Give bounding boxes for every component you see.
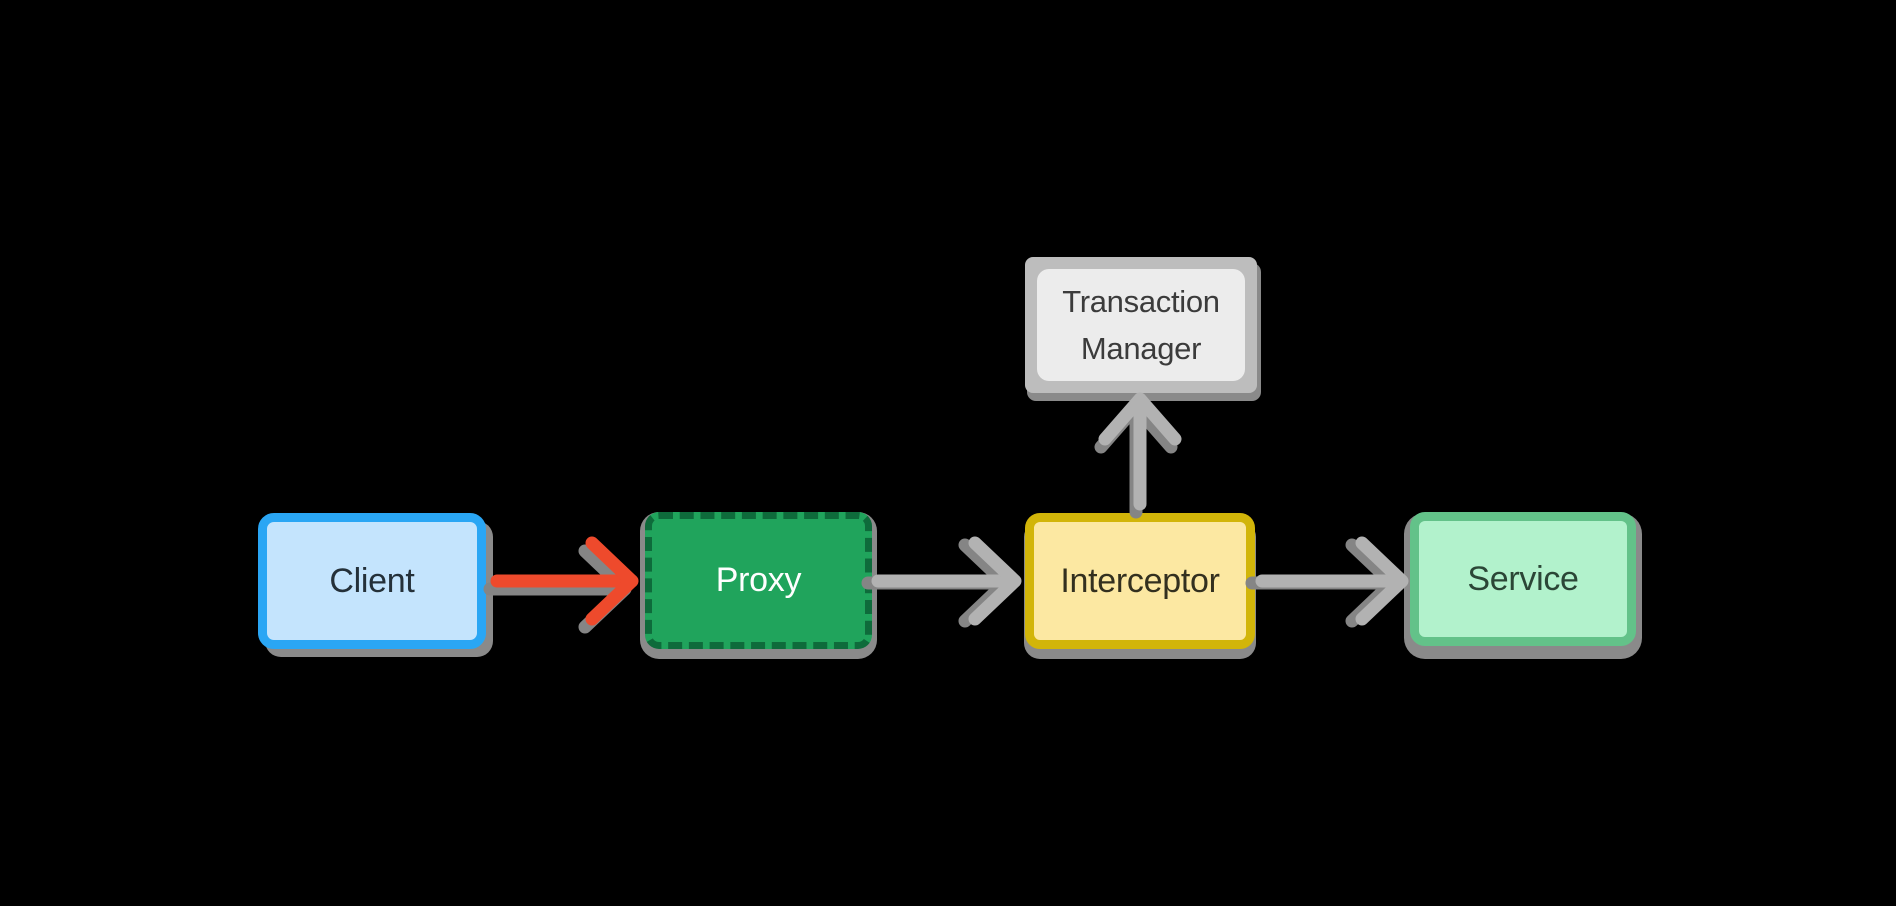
node-proxy: Proxy — [645, 512, 872, 649]
edge-client-to-proxy-arrow-icon — [483, 536, 639, 634]
edge-proxy-to-interceptor-arrow-icon — [861, 536, 1022, 628]
node-client-label: Client — [329, 561, 415, 600]
node-service-label: Service — [1467, 559, 1579, 598]
node-client: Client — [258, 513, 486, 649]
node-service: Service — [1410, 512, 1636, 646]
node-interceptor: Interceptor — [1025, 513, 1255, 649]
node-transaction-manager: Transaction Manager — [1025, 257, 1257, 393]
node-transaction-manager-label-line2: Manager — [1080, 331, 1202, 366]
node-transaction-manager-body: Transaction Manager — [1037, 269, 1245, 381]
node-interceptor-label: Interceptor — [1060, 561, 1220, 600]
node-proxy-label: Proxy — [715, 561, 802, 599]
edge-interceptor-to-transaction-manager-arrow-icon — [1094, 392, 1182, 519]
edge-interceptor-to-service-arrow-icon — [1245, 536, 1409, 628]
node-transaction-manager-label-line1: Transaction — [1062, 284, 1220, 319]
